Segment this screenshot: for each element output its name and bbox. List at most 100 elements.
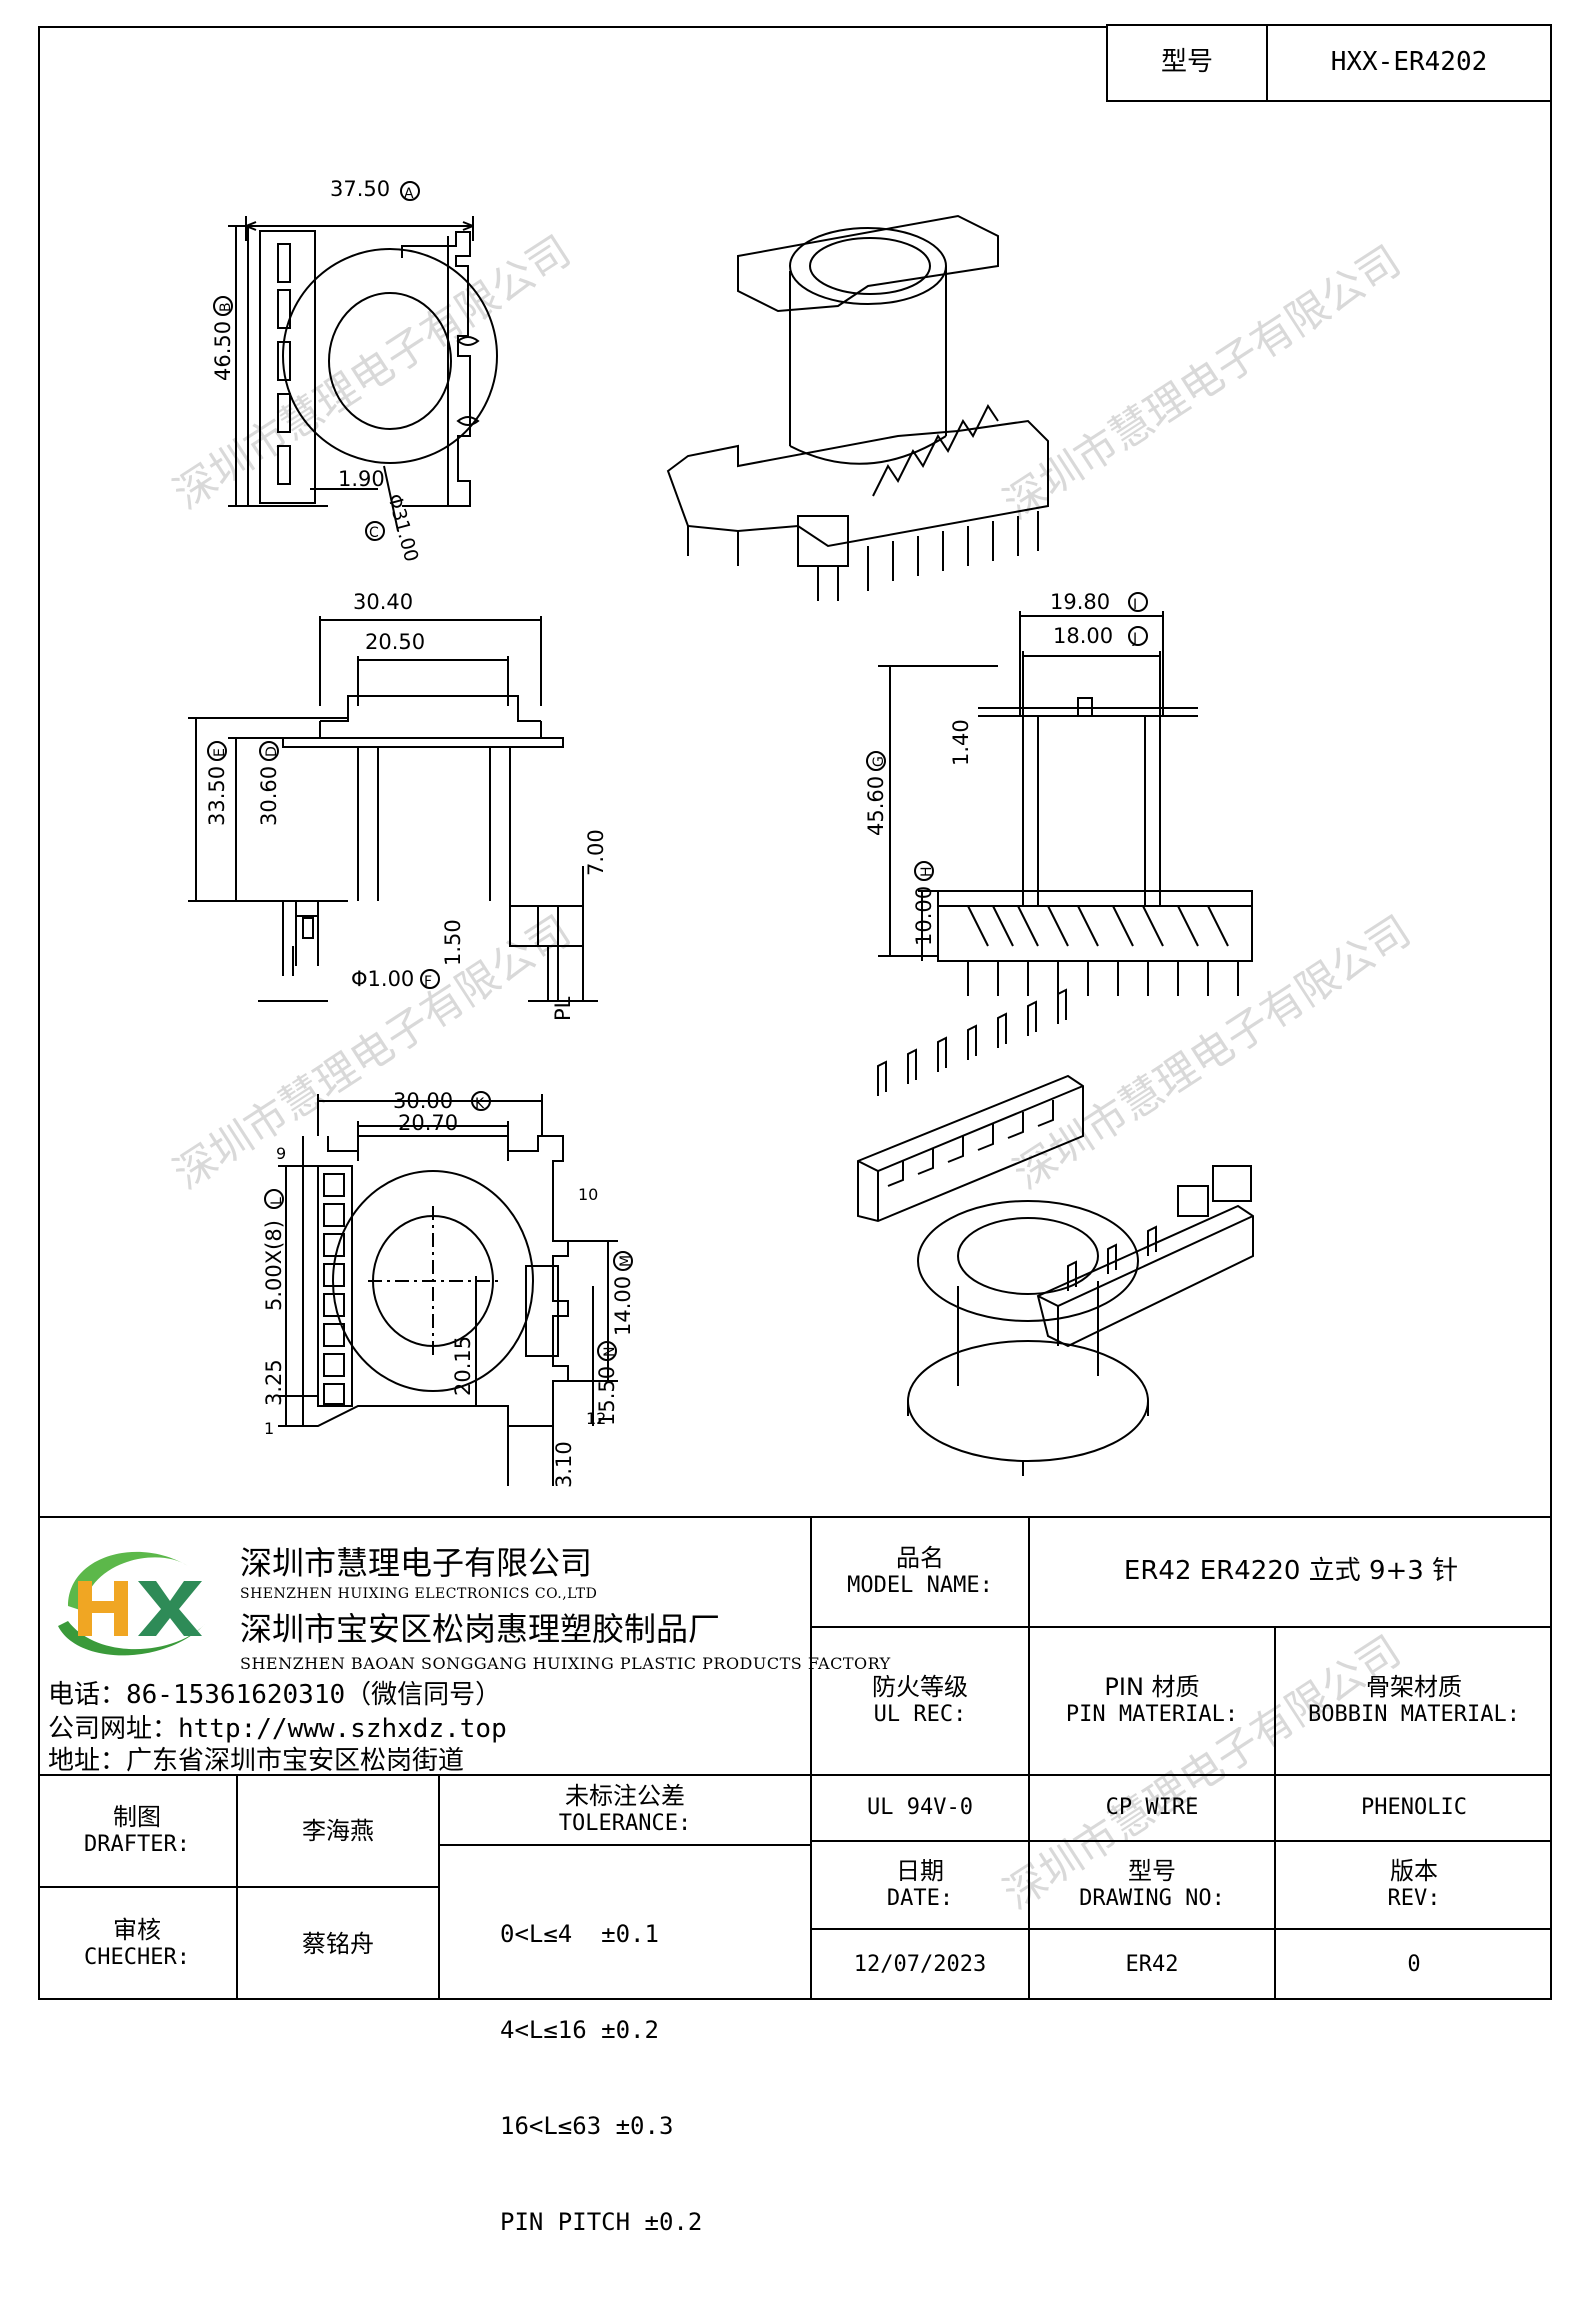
dim-tag-circle bbox=[471, 1091, 491, 1111]
dim-tag-circle bbox=[420, 969, 440, 989]
company-address: 地址：广东省深圳市宝安区松岗街道 bbox=[48, 1746, 465, 1776]
bobbin-isometric-top bbox=[666, 214, 1049, 601]
tolerance-line: 16<L≤63 ±0.3 bbox=[500, 2112, 674, 2140]
dim-front-pin-len: 7.00 bbox=[584, 829, 608, 876]
company-name-en: SHENZHEN HUIXING ELECTRONICS CO.,LTD bbox=[240, 1586, 598, 1602]
dim-front-height: 33.50 bbox=[205, 766, 229, 826]
technical-drawings: 37.50 A 46.50 B 1.90 Φ31.00 C bbox=[188, 177, 1254, 1488]
tolerance-line: PIN PITCH ±0.2 bbox=[500, 2208, 703, 2236]
dim-bottom-325: 3.25 bbox=[262, 1359, 286, 1406]
dim-bottom-right-span-tag: M bbox=[618, 1255, 634, 1267]
dim-front-inner-height: 30.60 bbox=[257, 766, 281, 826]
company-phone: 电话：86-15361620310（微信同号） bbox=[48, 1680, 502, 1710]
dim-top-width-tag: A bbox=[404, 186, 414, 202]
dim-top-diameter: Φ31.00 bbox=[383, 492, 422, 565]
dim-front-height-tag: E bbox=[212, 748, 228, 757]
dim-tag-circle bbox=[259, 741, 279, 761]
dim-top-height-tag: B bbox=[218, 302, 234, 312]
dim-front-inner-height-tag: D bbox=[264, 746, 280, 757]
ul-value: UL 94V-0 bbox=[867, 1794, 973, 1820]
tolerance-label: 未标注公差 TOLERANCE: bbox=[558, 1782, 692, 1837]
dim-tag-circle bbox=[1128, 592, 1148, 612]
dim-side-inner-tag: J bbox=[1132, 631, 1137, 647]
model-name-label: 品名 MODEL NAME: bbox=[847, 1544, 993, 1599]
header-model-label: 型号 bbox=[1108, 26, 1268, 100]
dim-tag-circle bbox=[365, 521, 385, 541]
pin-material-label: PIN 材质 PIN MATERIAL: bbox=[1065, 1673, 1239, 1728]
drawing-no-value: ER42 bbox=[1125, 1951, 1179, 1977]
tolerance-table: 0<L≤4 ±0.1 4<L≤16 ±0.2 16<L≤63 ±0.3 PIN … bbox=[500, 1854, 800, 2302]
dim-front-pin-dia: Φ1.00 bbox=[351, 967, 414, 991]
drafter-label: 制图 DRAFTER: bbox=[84, 1803, 190, 1858]
company-website: 公司网址：http://www.szhxdz.top bbox=[48, 1714, 507, 1744]
dim-tag-circle bbox=[213, 296, 233, 316]
dim-side-inner: 18.00 bbox=[1053, 624, 1113, 648]
date-value: 12/07/2023 bbox=[853, 1951, 987, 1977]
dim-side-base: 10.00 bbox=[912, 886, 936, 946]
drawing-no-label: 型号 DRAWING NO: bbox=[1079, 1857, 1225, 1912]
dim-front-pin-dia-tag: F bbox=[424, 974, 432, 990]
pin-label-1: 1 bbox=[264, 1419, 274, 1438]
drawing-sheet bbox=[38, 26, 1552, 2000]
dim-top-width: 37.50 bbox=[330, 177, 390, 201]
checker-label: 审核 CHECHER: bbox=[84, 1916, 190, 1971]
dim-front-pin-step: 1.50 bbox=[441, 919, 465, 966]
dim-side-base-tag: H bbox=[919, 866, 935, 877]
bobbin-isometric-bottom bbox=[857, 988, 1254, 1476]
dim-side-height-tag: G bbox=[871, 756, 887, 767]
dim-bottom-pitch: 5.00X(8) bbox=[262, 1220, 286, 1311]
company-logo bbox=[58, 1551, 208, 1656]
factory-name-en: SHENZHEN BAOAN SONGGANG HUIXING PLASTIC … bbox=[240, 1654, 891, 1673]
dim-top-diameter-tag: C bbox=[369, 525, 379, 541]
dim-bottom-2015: 20.15 bbox=[451, 1336, 475, 1396]
side-view-drawing bbox=[878, 611, 1253, 996]
dim-tag-circle bbox=[207, 741, 227, 761]
dim-side-height: 45.60 bbox=[864, 776, 888, 836]
dim-side-width: 19.80 bbox=[1050, 590, 1110, 614]
dim-tag-circle bbox=[597, 1341, 617, 1361]
dim-front-inner: 20.50 bbox=[365, 630, 425, 654]
company-name-cn: 深圳市慧理电子有限公司 bbox=[240, 1544, 593, 1582]
ul-label: 防火等级 UL REC: bbox=[872, 1673, 968, 1728]
dim-bottom-width: 30.00 bbox=[393, 1089, 453, 1113]
dim-bottom-right-span: 14.00 bbox=[611, 1276, 635, 1336]
dim-tag-circle bbox=[914, 861, 934, 881]
dim-side-flange: 1.40 bbox=[949, 719, 973, 766]
bobbin-material-label: 骨架材质 BOBBIN MATERIAL: bbox=[1308, 1673, 1520, 1728]
rev-value: 0 bbox=[1407, 1951, 1421, 1977]
dim-tag-circle bbox=[264, 1189, 284, 1209]
checker-value: 蔡铭舟 bbox=[302, 1929, 374, 1958]
dim-top-height: 46.50 bbox=[211, 321, 235, 381]
dim-tag-circle bbox=[613, 1251, 633, 1271]
dim-front-pl: PL bbox=[551, 996, 575, 1021]
top-view-drawing bbox=[228, 216, 498, 532]
header-model-box: 型号 HXX-ER4202 bbox=[1106, 24, 1552, 102]
pin-label-9: 9 bbox=[276, 1144, 286, 1163]
dim-top-offset: 1.90 bbox=[338, 467, 385, 491]
front-view-drawing bbox=[188, 616, 598, 1002]
dim-tag-circle bbox=[400, 181, 420, 201]
rev-label: 版本 REV: bbox=[1387, 1857, 1441, 1912]
dim-side-width-tag: I bbox=[1133, 597, 1137, 613]
header-model-value: HXX-ER4202 bbox=[1330, 47, 1488, 78]
date-label: 日期 DATE: bbox=[886, 1857, 954, 1912]
dim-tag-circle bbox=[1128, 626, 1148, 646]
dim-bottom-1550: 15.50 bbox=[595, 1366, 619, 1426]
title-block: 深圳市慧理电子有限公司 SHENZHEN HUIXING ELECTRONICS… bbox=[38, 1516, 1552, 2236]
dim-tag-circle bbox=[866, 751, 886, 771]
dim-bottom-310: 3.10 bbox=[552, 1441, 576, 1488]
pin-label-12: 12 bbox=[586, 1409, 606, 1428]
dim-bottom-width-tag: K bbox=[475, 1096, 485, 1112]
dim-bottom-1550-tag: N bbox=[602, 1347, 618, 1357]
tolerance-line: 0<L≤4 ±0.1 bbox=[500, 1920, 659, 1948]
dim-bottom-inner: 20.70 bbox=[398, 1111, 458, 1135]
tolerance-line: 4<L≤16 ±0.2 bbox=[500, 2016, 659, 2044]
dim-front-width: 30.40 bbox=[353, 590, 413, 614]
pin-material-value: CP WIRE bbox=[1105, 1794, 1199, 1820]
bobbin-material-value: PHENOLIC bbox=[1361, 1794, 1467, 1820]
model-name-value: ER42 ER4220 立式 9+3 针 bbox=[1123, 1556, 1459, 1587]
factory-name-cn: 深圳市宝安区松岗惠理塑胶制品厂 bbox=[240, 1610, 721, 1648]
pin-label-10: 10 bbox=[578, 1185, 598, 1204]
drafter-value: 李海燕 bbox=[302, 1816, 374, 1845]
bottom-view-drawing bbox=[278, 1094, 618, 1486]
